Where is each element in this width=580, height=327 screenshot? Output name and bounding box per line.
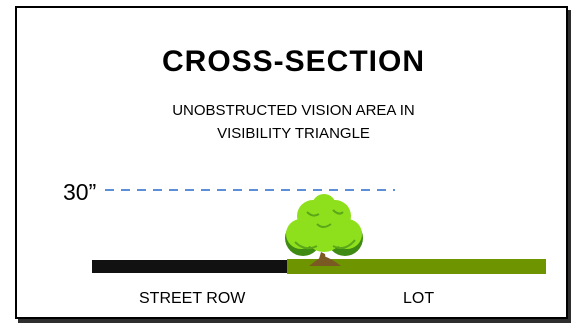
shrub-foliage: [285, 194, 363, 256]
height-marker-label: 30”: [63, 179, 97, 205]
height-marker-line: [105, 189, 395, 191]
subtitle-line-1: UNOBSTRUCTED VISION AREA IN: [172, 102, 415, 119]
diagram-panel: CROSS-SECTION UNOBSTRUCTED VISION AREA I…: [15, 6, 568, 319]
street-row-label: STREET ROW: [139, 290, 246, 307]
lot-ground-bar: [287, 259, 546, 274]
street-surface: [92, 260, 289, 273]
subtitle-line-2: VISIBILITY TRIANGLE: [217, 125, 370, 142]
shrub-icon: [285, 194, 363, 266]
lot-label: LOT: [403, 290, 435, 307]
street-ground-bar: [92, 260, 289, 273]
lot-surface: [287, 259, 546, 274]
diagram-title: CROSS-SECTION: [161, 45, 426, 78]
shrub-trunk: [309, 252, 341, 266]
diagram-subtitle: UNOBSTRUCTED VISION AREA IN VISIBILITY T…: [17, 99, 570, 145]
